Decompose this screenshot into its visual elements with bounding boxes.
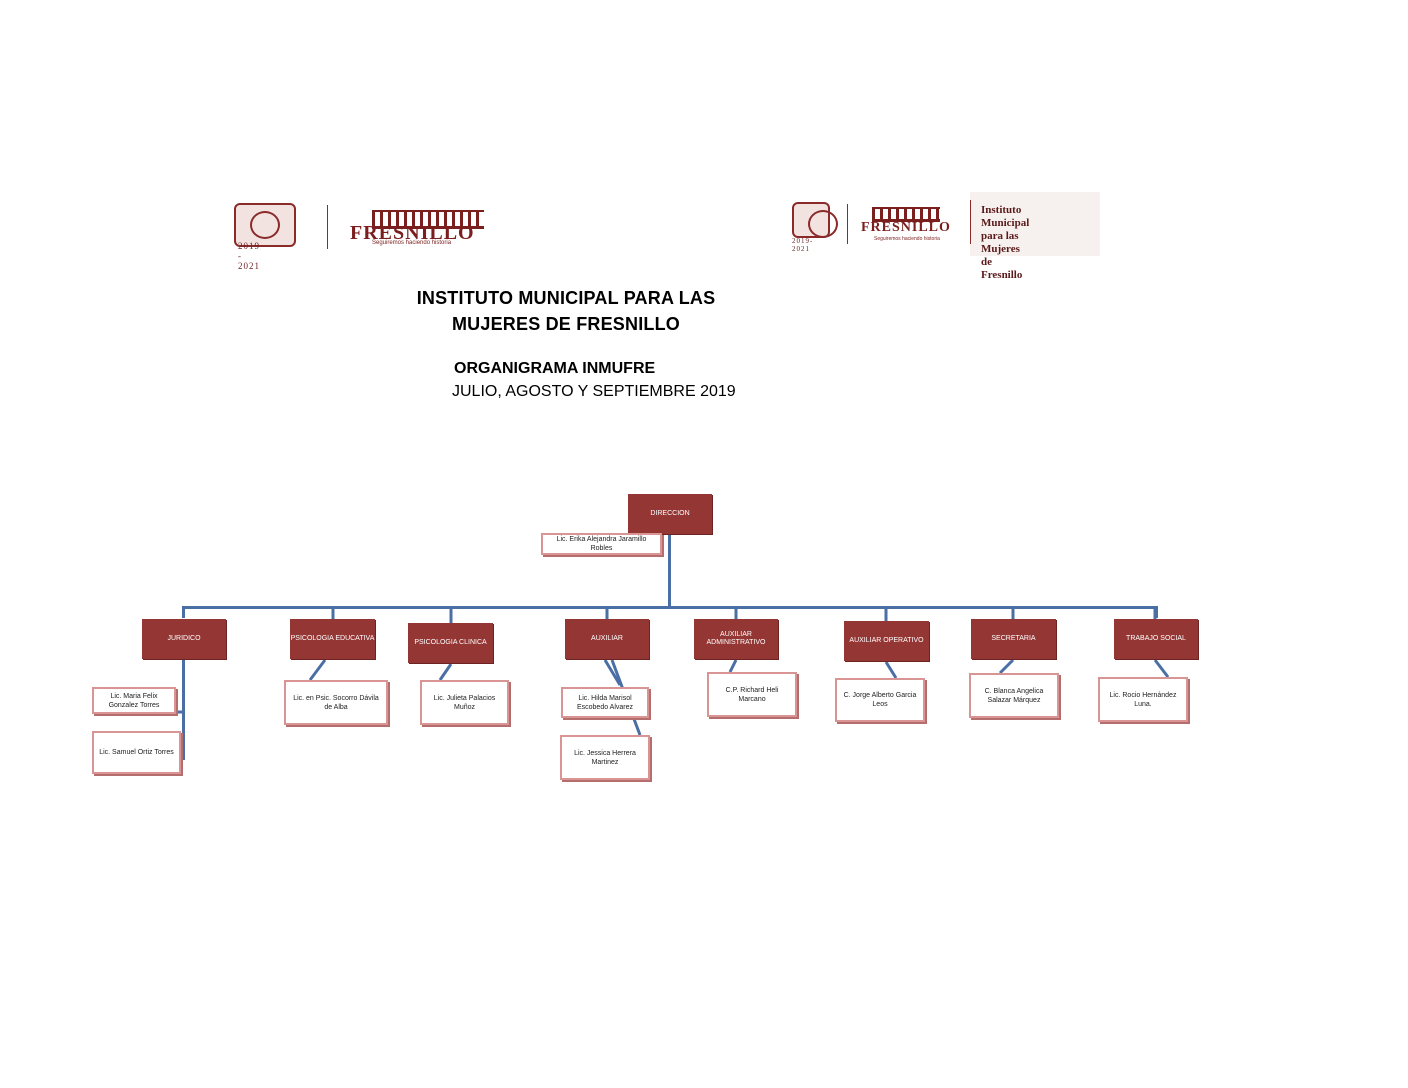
person-box-hilda-escobedo: Lic. Hilda Marisol Escobedo Alvarez — [561, 687, 649, 718]
fresnillo-building-icon — [372, 210, 484, 229]
person-box-samuel-ortiz: Lic. Samuel Ortiz Torres — [92, 731, 181, 774]
connector-main-bus — [182, 606, 1158, 609]
right-logo-tagline: Seguiremos haciendo historia — [874, 236, 940, 242]
page-title-line2: MUJERES DE FRESNILLO — [451, 314, 681, 334]
connector-blanca — [998, 658, 1015, 675]
right-logo-years: 2019-2021 — [792, 237, 814, 253]
connector-jorge — [884, 661, 898, 679]
person-box-socorro-davila: Lic. en Psic. Socorro Dávila de Alba — [284, 680, 388, 725]
connector-juridico — [182, 660, 185, 760]
connector-bus-left-end — [182, 606, 185, 618]
logo-divider — [847, 204, 848, 244]
org-box-secretaria: SECRETARIA — [971, 619, 1056, 659]
logo-divider — [970, 200, 971, 244]
page-title-line1: INSTITUTO MUNICIPAL PARA LAS — [416, 288, 716, 308]
left-logo-tagline: Seguiremos haciendo historia — [372, 240, 452, 246]
institute-logo-text: Instituto Municipal para las Mujeres de … — [981, 204, 1030, 281]
org-chart-name: ORGANIGRAMA INMUFRE — [454, 360, 656, 377]
municipal-seal-icon — [792, 202, 838, 238]
left-logo-years: 2019 - 2021 — [238, 241, 260, 271]
connector-julieta — [438, 663, 453, 681]
org-chart-period: JULIO, AGOSTO Y SEPTIEMBRE 2019 — [452, 383, 736, 400]
connector-socorro — [308, 659, 327, 681]
left-logo-city: FRESNILLO — [350, 222, 475, 244]
fresnillo-building-icon — [872, 207, 940, 222]
municipal-seal-icon — [234, 203, 296, 247]
connector-rocio — [1153, 659, 1170, 678]
person-box-julieta-palacios: Lic. Julieta Palacios Muñoz — [420, 680, 509, 725]
org-box-auxiliar-operativo: AUXILIAR OPERATIVO — [844, 621, 929, 661]
person-box-direccion: Lic. Erika Alejandra Jaramillo Robles — [541, 533, 662, 555]
connector-richard — [728, 659, 738, 673]
person-box-rocio-hernandez: Lic. Rocio Hernández Luna. — [1098, 677, 1188, 722]
org-box-juridico: JURIDICO — [142, 619, 226, 659]
org-box-trabajo-social: TRABAJO SOCIAL — [1114, 619, 1198, 659]
logo-divider — [327, 205, 328, 249]
person-box-jessica-herrera: Lic. Jessica Herrera Martinez — [560, 735, 650, 780]
connector-direction-trunk — [668, 534, 671, 608]
org-box-psicologia-clinica: PSICOLOGIA CLINICA — [408, 623, 493, 663]
person-box-blanca-salazar: C. Blanca Angelica Salazar Márquez — [969, 673, 1059, 718]
connector-hilda — [603, 659, 622, 686]
org-box-auxiliar: AUXILIAR — [565, 619, 649, 659]
org-box-direccion: DIRECCION — [628, 494, 712, 534]
institute-logo-background — [970, 192, 1100, 256]
person-box-jorge-garcia: C. Jorge Alberto Garcia Leos — [835, 678, 925, 722]
org-box-psicologia-educativa: PSICOLOGIA EDUCATIVA — [290, 619, 375, 659]
person-box-maria-felix: Lic. Maria Felix Gonzalez Torres — [92, 687, 176, 714]
right-logo-city: FRESNILLO — [861, 220, 951, 235]
person-box-richard-marcano: C.P. Richard Heli Marcano — [707, 672, 797, 717]
org-box-auxiliar-administrativo: AUXILIAR ADMINISTRATIVO — [694, 619, 778, 659]
